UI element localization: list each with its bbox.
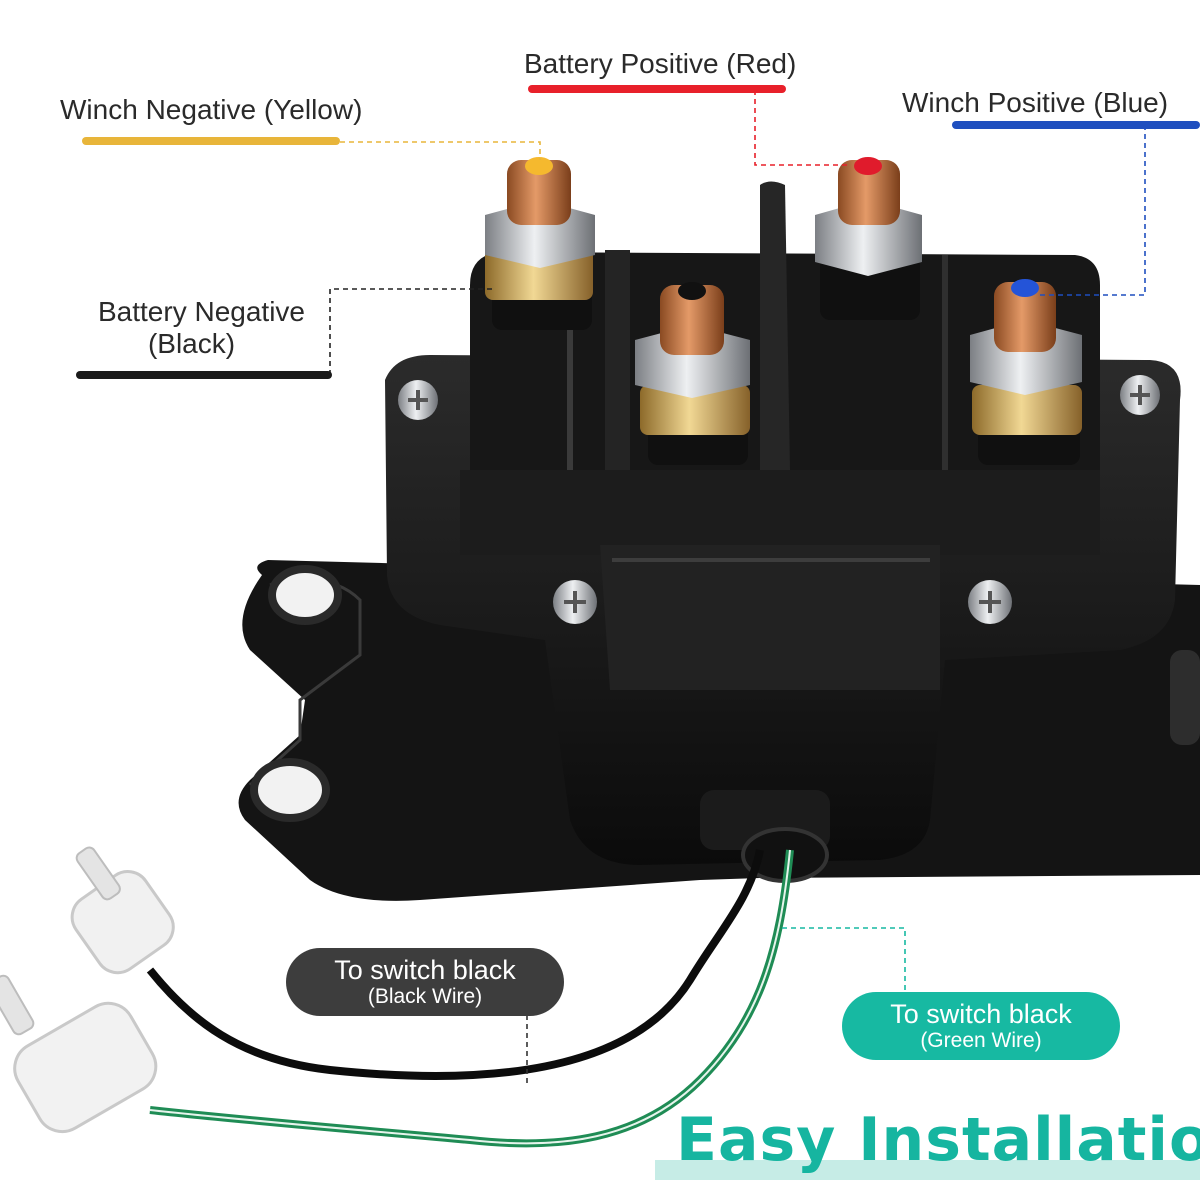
terminal-battery-positive: [815, 157, 922, 320]
cable-grommet: [700, 790, 830, 883]
callout-black-wire-title: To switch black: [334, 955, 516, 986]
terminal-winch-positive: [970, 279, 1082, 465]
callout-green-wire: To switch black (Green Wire): [842, 992, 1120, 1060]
label-battery-negative-line1: Battery Negative: [98, 296, 305, 327]
winch-positive-bar: [952, 121, 1200, 129]
headline-underline: [655, 1160, 1200, 1180]
winch-negative-bar: [82, 137, 340, 145]
screw-icon: [1120, 375, 1160, 415]
callout-black-wire-subtitle: (Black Wire): [367, 984, 483, 1008]
leader-lines: [329, 90, 1146, 1085]
label-battery-negative: Battery Negative (Black): [98, 296, 305, 360]
connector-icon: [70, 846, 175, 975]
terminal-battery-negative: [635, 282, 750, 465]
label-winch-positive: Winch Positive (Blue): [902, 87, 1169, 118]
terminal-winch-negative: [485, 157, 595, 330]
label-battery-positive: Battery Positive (Red): [524, 48, 797, 79]
callout-green-wire-subtitle: (Green Wire): [920, 1028, 1042, 1052]
label-battery-negative-line2: (Black): [147, 328, 236, 360]
screw-icon: [553, 580, 597, 624]
wires: [146, 849, 794, 1148]
connector-icon: [0, 974, 158, 1134]
solenoid-housing: [385, 181, 1181, 865]
headline-easy-installation: Easy Installation: [676, 1105, 1200, 1175]
label-winch-negative: Winch Negative (Yellow): [60, 94, 363, 125]
screw-icon: [968, 580, 1012, 624]
callout-green-wire-title: To switch black: [890, 999, 1072, 1030]
battery-positive-bar: [528, 85, 786, 93]
battery-negative-bar: [76, 371, 332, 379]
callout-black-wire: To switch black (Black Wire): [286, 948, 564, 1016]
screw-icon: [398, 380, 438, 420]
